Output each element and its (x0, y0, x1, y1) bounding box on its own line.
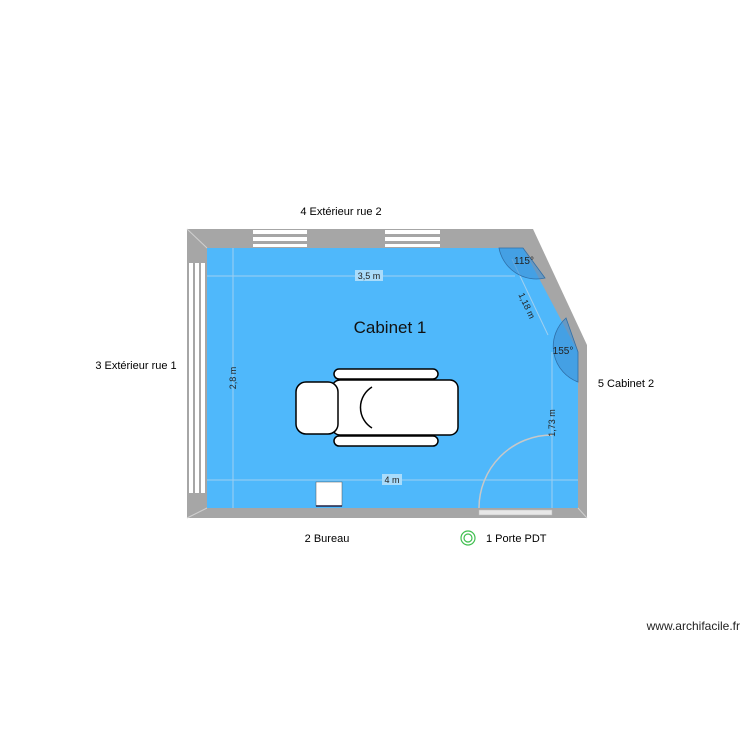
angle-top-right: 115° (514, 256, 534, 267)
door-marker-icon (460, 530, 476, 546)
window-top-2[interactable] (385, 230, 440, 247)
door[interactable] (478, 434, 553, 516)
label-exterior-street-1: 3 Extérieur rue 1 (95, 360, 176, 372)
exam-chair[interactable] (295, 368, 459, 447)
angle-arc-155 (552, 317, 579, 383)
label-bureau: 2 Bureau (305, 533, 350, 545)
window-top-1[interactable] (253, 230, 307, 247)
dimension-left: 2,8 m (228, 367, 238, 390)
angle-right: 155° (553, 346, 574, 357)
room-name: Cabinet 1 (354, 318, 427, 337)
watermark: www.archifacile.fr (646, 619, 740, 633)
label-door: 1 Porte PDT (486, 533, 547, 545)
label-exterior-street-2: 4 Extérieur rue 2 (300, 206, 381, 218)
dimension-right: 1,73 m (547, 409, 557, 437)
dimension-top: 3,5 m (358, 271, 381, 281)
label-cabinet-2: 5 Cabinet 2 (598, 378, 654, 390)
furniture-box[interactable] (315, 481, 343, 507)
angle-arc-115 (498, 247, 546, 280)
wall-corners (186, 228, 588, 519)
dim-labels: 3,5 m 4 m 2,8 m 1,73 m 1,18 m 115° 155° (228, 256, 573, 485)
dimension-bottom: 4 m (384, 475, 399, 485)
window-left[interactable] (189, 263, 205, 493)
